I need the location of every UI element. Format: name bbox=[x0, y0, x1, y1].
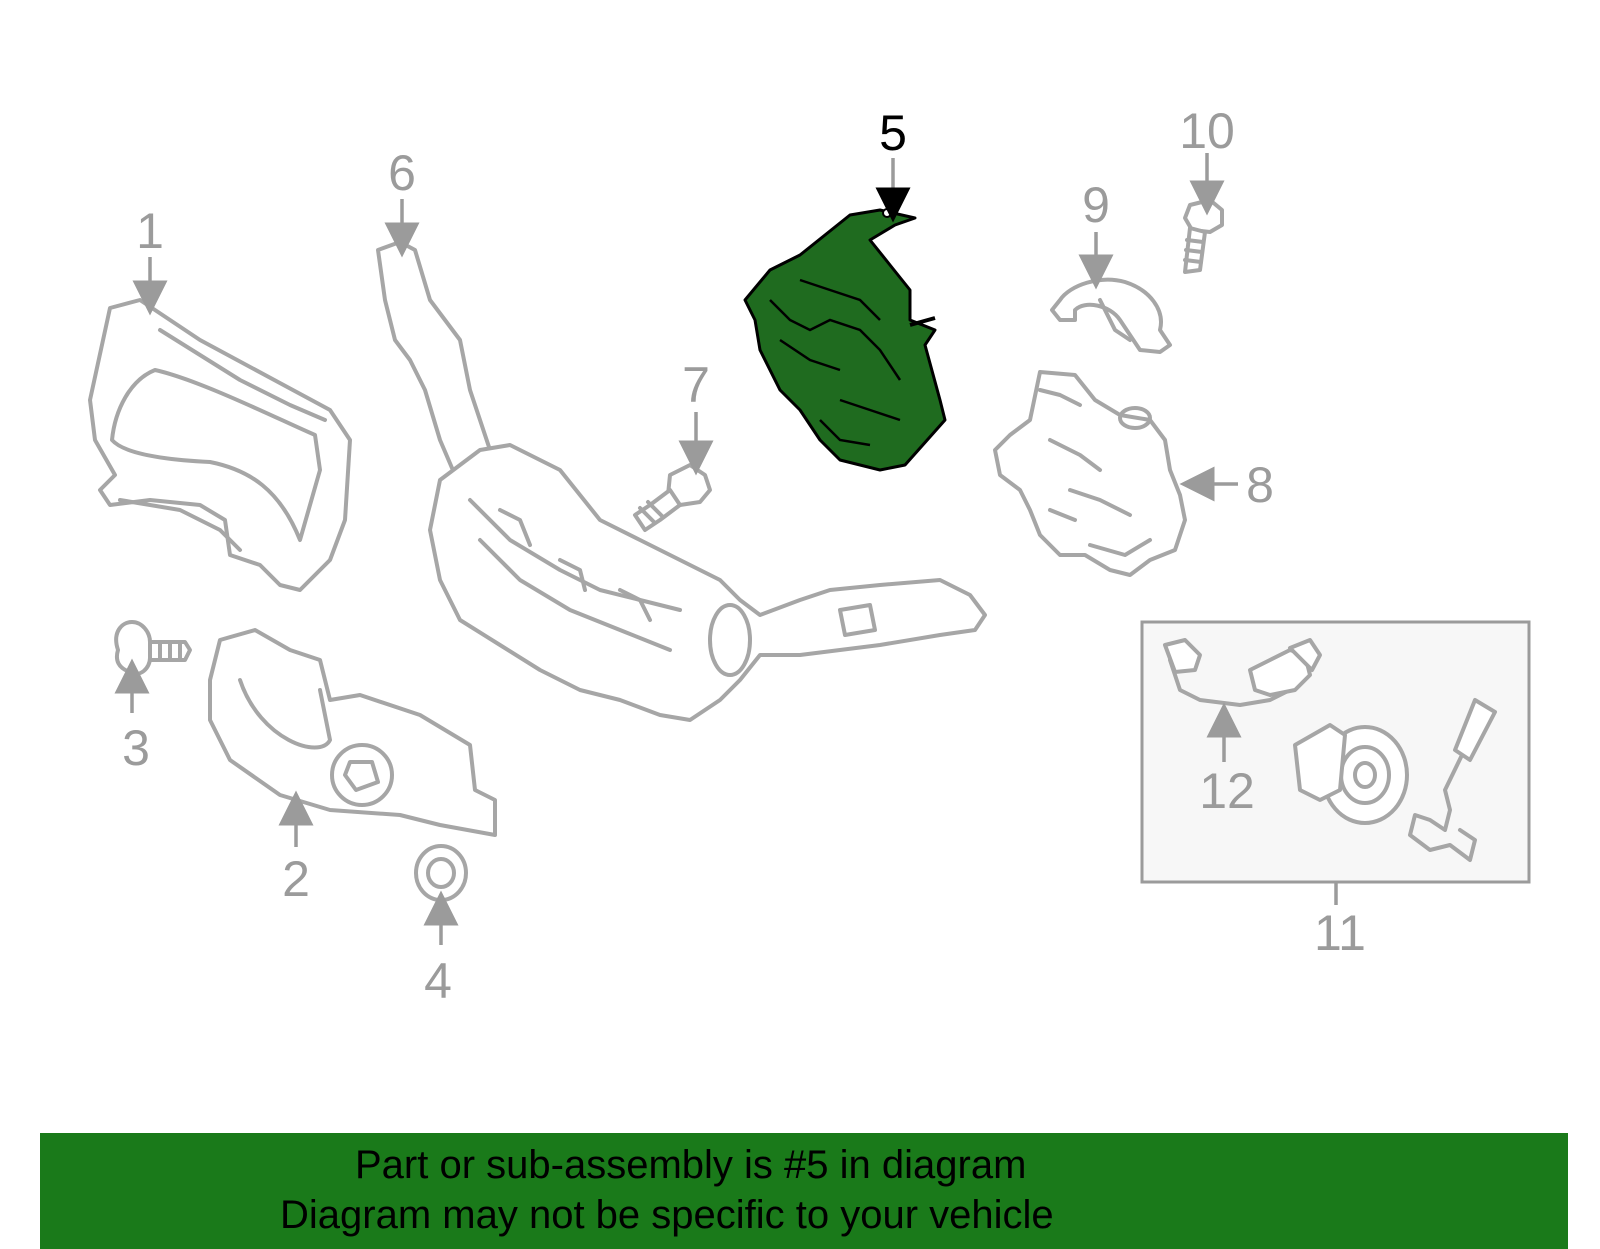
info-banner: Part or sub-assembly is #5 in diagram Di… bbox=[40, 1133, 1568, 1249]
part-7-bolt[interactable] bbox=[633, 463, 712, 532]
part-10-bolt[interactable] bbox=[1183, 198, 1224, 274]
callout-6[interactable]: 6 bbox=[388, 145, 416, 201]
part-2-lower-shroud[interactable] bbox=[208, 628, 497, 837]
part-9-bracket[interactable] bbox=[1050, 277, 1172, 354]
part-4-washer[interactable] bbox=[414, 844, 468, 902]
part-3-screw[interactable] bbox=[114, 620, 192, 676]
part-1-trim-bezel[interactable] bbox=[88, 298, 352, 592]
callout-3[interactable]: 3 bbox=[122, 720, 150, 776]
banner-line-part-number: Part or sub-assembly is #5 in diagram bbox=[355, 1143, 1027, 1187]
callout-5[interactable]: 5 bbox=[879, 105, 907, 161]
callout-1[interactable]: 1 bbox=[136, 203, 164, 259]
callout-2[interactable]: 2 bbox=[282, 851, 310, 907]
part-6-combination-switch[interactable] bbox=[376, 240, 987, 722]
callout-8[interactable]: 8 bbox=[1246, 457, 1274, 513]
callout-12[interactable]: 12 bbox=[1199, 763, 1255, 819]
banner-line-disclaimer: Diagram may not be specific to your vehi… bbox=[280, 1193, 1054, 1237]
callout-9[interactable]: 9 bbox=[1082, 177, 1110, 233]
callout-11[interactable]: 11 bbox=[1314, 905, 1366, 961]
callout-10[interactable]: 10 bbox=[1179, 103, 1235, 159]
callout-7[interactable]: 7 bbox=[682, 357, 710, 413]
callout-4[interactable]: 4 bbox=[424, 953, 452, 1009]
part-5-clock-spring[interactable] bbox=[743, 208, 947, 472]
part-8-lock-assembly[interactable] bbox=[993, 370, 1187, 577]
part-11-kit-box[interactable] bbox=[1140, 620, 1531, 884]
